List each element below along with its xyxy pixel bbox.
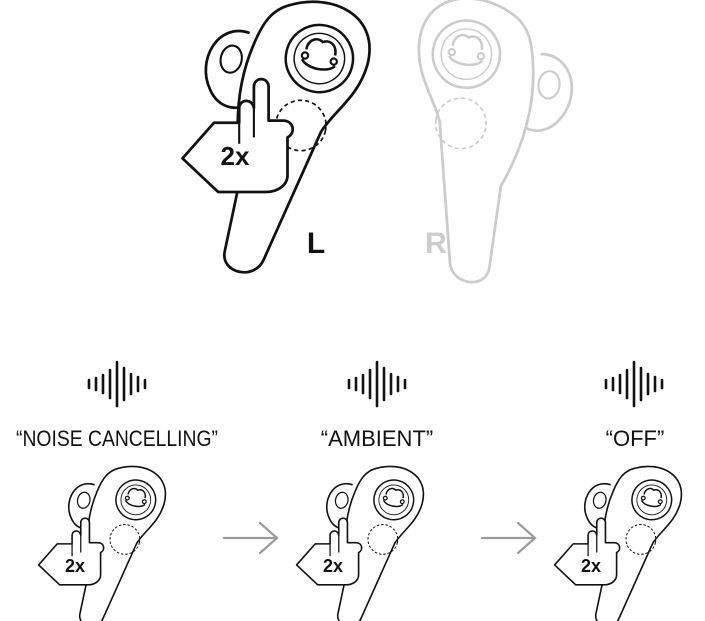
right-earbud	[385, 0, 585, 294]
right-earbud-label: R	[425, 227, 447, 260]
earbud	[302, 453, 430, 621]
double-tap-label: 2x	[221, 141, 250, 171]
mode-ambient: “AMBIENT” 2x	[295, 360, 433, 621]
double-tap-label: 2x	[323, 556, 343, 576]
sound-wave-icon	[87, 360, 147, 408]
arrow-right-icon	[480, 521, 537, 555]
arrow-right-icon	[222, 521, 279, 555]
left-earbud-label: L	[307, 227, 325, 260]
double-tap-label: 2x	[65, 556, 85, 576]
mode-label: “OFF”	[606, 426, 665, 451]
earbud	[44, 453, 172, 621]
earbud	[560, 453, 688, 621]
mode-label: “AMBIENT”	[321, 426, 433, 451]
sound-wave-icon	[604, 360, 664, 408]
mode-noise-cancelling: “NOISE CANCELLING” 2x	[16, 360, 218, 621]
sound-wave-icon	[347, 360, 407, 408]
mode-off: “OFF” 2x	[553, 360, 688, 621]
mode-label: “NOISE CANCELLING”	[16, 426, 218, 451]
double-tap-label: 2x	[581, 556, 601, 576]
